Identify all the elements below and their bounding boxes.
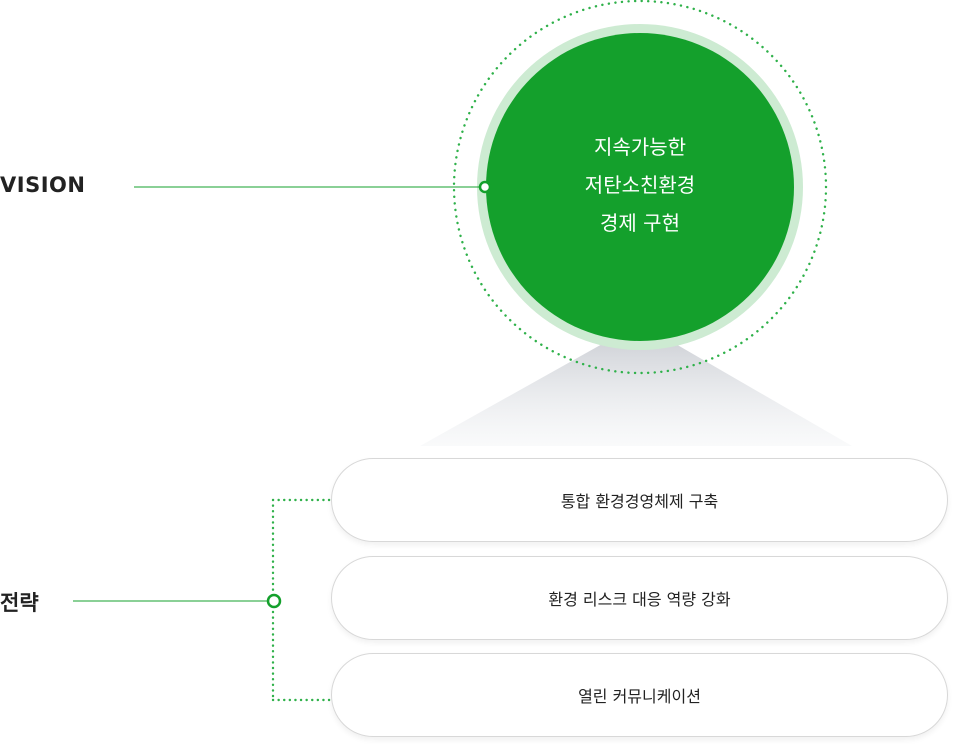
- vision-circle: [486, 33, 794, 341]
- strategy-dotted-bracket: [271, 498, 333, 702]
- vision-line-2: 저탄소친환경: [584, 173, 696, 197]
- strategy-label: 전략: [0, 591, 39, 615]
- strategy-item-3: 열린 커뮤니케이션: [331, 653, 948, 737]
- vision-label: VISION: [0, 173, 86, 197]
- strategy-connector-node: [266, 593, 282, 609]
- vision-line-3: 경제 구현: [600, 211, 680, 235]
- vision-dotted-ring: [452, 0, 828, 375]
- strategy-item-label: 환경 리스크 대응 역량 강화: [548, 590, 731, 609]
- projection-beam: [420, 343, 852, 446]
- strategy-item-1: 통합 환경경영체제 구축: [331, 458, 948, 542]
- strategy-item-label: 열린 커뮤니케이션: [578, 687, 701, 706]
- vision-connector-node: [478, 180, 492, 194]
- strategy-item-label: 통합 환경경영체제 구축: [560, 492, 719, 511]
- vision-line-1: 지속가능한: [594, 135, 686, 159]
- strategy-item-2: 환경 리스크 대응 역량 강화: [331, 556, 948, 640]
- vision-statement: 지속가능한 저탄소친환경 경제 구현: [540, 128, 740, 242]
